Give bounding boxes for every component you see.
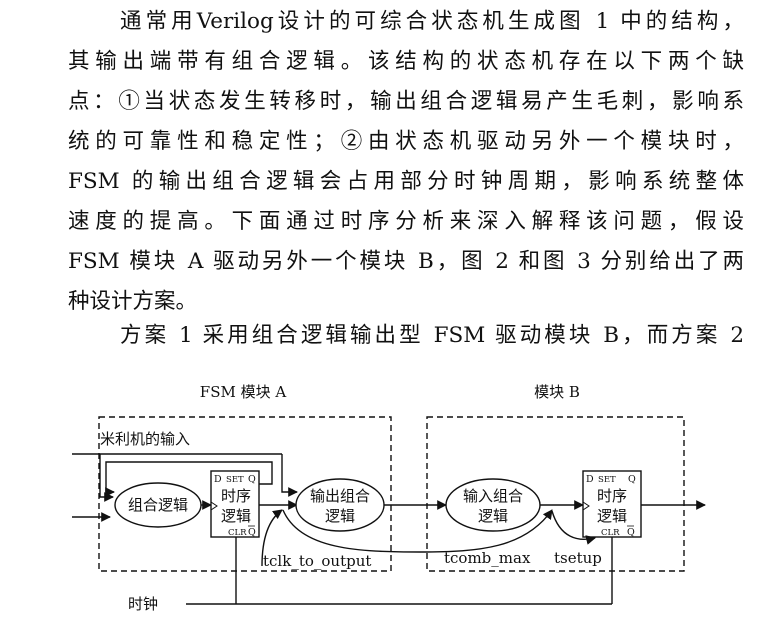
module-b-title: 模块 B: [534, 383, 580, 401]
tcomb-max-curve: [282, 509, 553, 553]
text-line: 统的可靠性和稳定性；②由状态机驱动另外一个模块时，: [68, 129, 744, 154]
paragraph-1: 通常用Verilog设计的可综合状态机生成图 1 中的结构， 其输出端带有组合逻…: [68, 2, 744, 322]
module-a-title: FSM 模块 A: [200, 383, 287, 401]
ff-b-clr: CLR: [601, 528, 620, 538]
ff-a-qbar: Q: [248, 527, 256, 538]
input-wires: [72, 453, 706, 522]
ff-a-clr: CLR: [228, 528, 247, 538]
output-comb-logic-node: [295, 478, 385, 532]
tcomb-max-label: tcomb_max: [444, 549, 531, 567]
output-comb-label-1: 输出组合: [310, 487, 370, 505]
ff-a-d: D: [214, 474, 222, 485]
text-line: 点：①当状态发生转移时，输出组合逻辑易产生毛刺，影响系: [68, 89, 744, 114]
mealy-input-label: 米利机的输入: [100, 430, 190, 448]
text-line: FSM 模块 A 驱动另外一个模块 B，图 2 和图 3 分别给出了两: [68, 249, 744, 274]
ff-a-q: Q: [248, 474, 256, 485]
flip-flop-a: D SET Q 时序 逻辑 CLR Q: [210, 470, 260, 538]
tclk-to-output-label: tclk_to_output: [263, 552, 371, 570]
tclk-to-output-curve: [261, 509, 283, 567]
timing-paths: [261, 509, 596, 567]
ff-b-label-2: 逻辑: [597, 507, 627, 525]
output-comb-label-2: 逻辑: [325, 507, 355, 525]
input-comb-label-1: 输入组合: [463, 487, 523, 505]
ff-b-label-1: 时序: [597, 487, 627, 505]
ff-b-qbar: Q: [627, 527, 635, 538]
clock-wires: [186, 537, 613, 605]
module-b-boundary: [426, 416, 685, 572]
text-line: FSM 的输出组合逻辑会占用部分时钟周期，影响系统整体: [68, 169, 744, 194]
input-comb-label-2: 逻辑: [478, 507, 508, 525]
input-comb-logic-node: [445, 478, 541, 532]
text-line: 其输出端带有组合逻辑。该结构的状态机存在以下两个缺: [68, 49, 744, 74]
text-line: 通常用Verilog设计的可综合状态机生成图 1 中的结构，: [120, 9, 744, 34]
tsetup-label: tsetup: [554, 549, 602, 567]
ff-a-label-1: 时序: [221, 487, 251, 505]
tsetup-curve: [551, 510, 596, 545]
text-line: 种设计方案。: [68, 289, 198, 314]
ff-b-d: D: [586, 474, 594, 485]
comb-logic-node: [114, 482, 202, 528]
module-a-boundary: [98, 416, 392, 572]
ff-b-set: SET: [598, 475, 616, 485]
text-line: 速度的提高。下面通过时序分析来深入解释该问题，假设: [68, 209, 744, 234]
comb-logic-label: 组合逻辑: [128, 496, 188, 514]
paragraph-2: 方案 1 采用组合逻辑输出型 FSM 驱动模块 B，而方案 2: [68, 316, 744, 356]
fsm-block-diagram: FSM 模块 A 模块 B 米利机的输入 组合逻辑 D SET Q 时序 逻辑 …: [72, 383, 706, 613]
clock-label: 时钟: [128, 595, 158, 613]
ff-a-label-2: 逻辑: [221, 507, 251, 525]
ff-b-q: Q: [628, 474, 636, 485]
ff-a-set: SET: [226, 475, 244, 485]
flip-flop-b: D SET Q 时序 逻辑 CLR Q: [582, 470, 642, 538]
text-line: 方案 1 采用组合逻辑输出型 FSM 驱动模块 B，而方案 2: [120, 323, 744, 348]
